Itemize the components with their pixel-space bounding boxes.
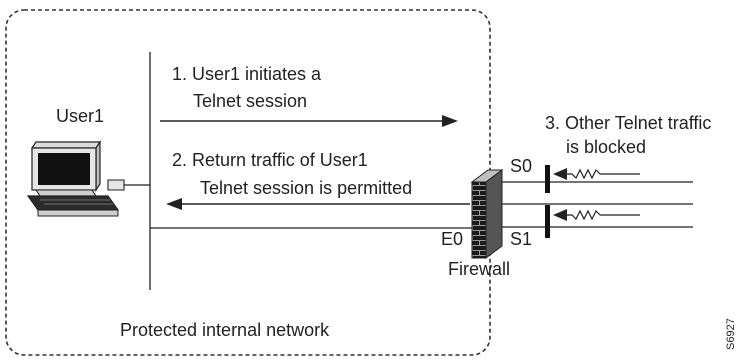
step2-line2: Telnet session is permitted [200, 178, 412, 198]
firewall-label: Firewall [448, 259, 510, 279]
blocked-traffic-upper [553, 168, 640, 180]
return-arrow [166, 198, 470, 210]
blocked-traffic-lower [553, 209, 640, 221]
s0-label: S0 [510, 156, 532, 176]
computer-icon [26, 140, 125, 217]
step3-line2: is blocked [566, 137, 646, 157]
figure-id: S6927 [725, 318, 737, 350]
e0-label: E0 [441, 229, 463, 249]
firewall-icon [470, 169, 504, 259]
s1-label: S1 [510, 229, 532, 249]
step1-line1: 1. User1 initiates a [172, 64, 322, 84]
outbound-arrow [160, 115, 458, 127]
s0-block-bar [545, 165, 550, 193]
step3-line1: 3. Other Telnet traffic [545, 113, 711, 133]
s1-block-bar [545, 205, 550, 238]
step2-line1: 2. Return traffic of User1 [172, 150, 368, 170]
user1-label: User1 [56, 106, 104, 126]
step1-line2: Telnet session [193, 91, 307, 111]
network-label: Protected internal network [120, 320, 330, 340]
